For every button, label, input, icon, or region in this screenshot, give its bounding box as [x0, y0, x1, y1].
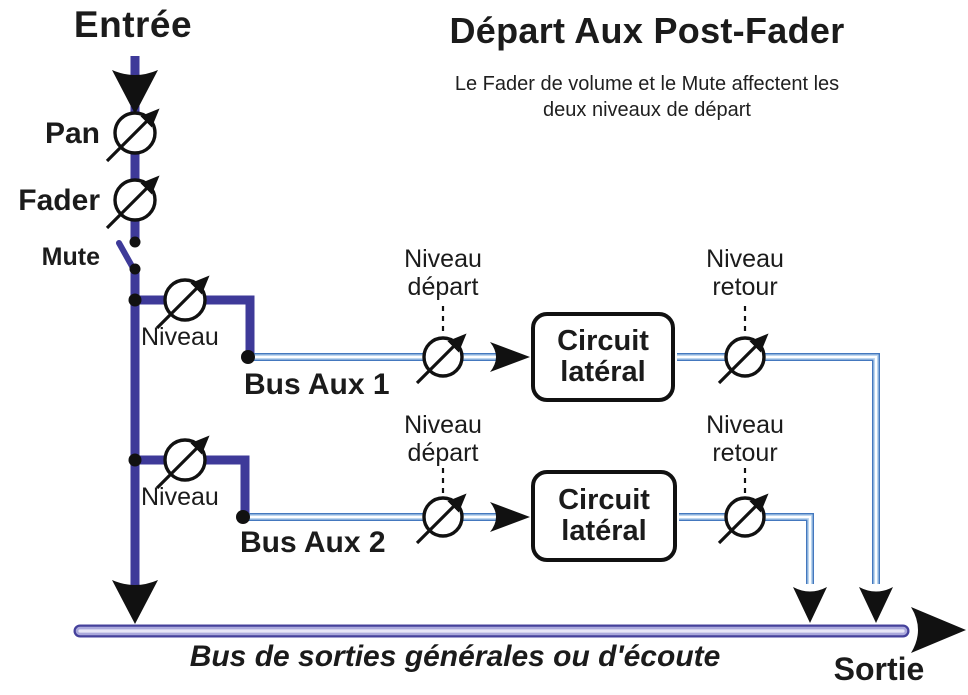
processor2-line1: Circuit: [558, 483, 650, 516]
return-level2-label: Niveau retour: [685, 411, 805, 467]
arrow-down-to-bus-icon: [112, 580, 158, 624]
send-level2-line1: Niveau: [404, 411, 482, 439]
return-level2-line1: Niveau: [706, 411, 784, 439]
pan-label: Pan: [44, 117, 100, 150]
junction-dot: [236, 510, 250, 524]
arrow-down-return1-icon: [859, 587, 893, 623]
processor1-line2: latéral: [560, 356, 646, 388]
diagram-title: Départ Aux Post-Fader: [449, 10, 845, 51]
pan-knob-icon: [105, 108, 160, 163]
send-level2-line2: départ: [407, 438, 479, 467]
send-level-knob1-icon: [415, 333, 467, 385]
subtitle-line1: Le Fader de volume et le Mute affectent …: [454, 73, 840, 95]
aux2-level-knob-icon: [155, 435, 210, 490]
send-level-knob2-icon: [415, 493, 467, 545]
mute-switch-icon: [116, 240, 136, 271]
arrow-down-return2-icon: [793, 587, 827, 623]
output-label: Sortie: [833, 651, 925, 687]
main-output-bus-label: Bus de sorties générales ou d'écoute: [189, 640, 721, 673]
bus-aux1-label: Bus Aux 1: [244, 368, 390, 401]
aux1-level-knob-icon: [155, 275, 210, 330]
junction-dot: [241, 350, 255, 364]
mute-contact-dot: [129, 236, 141, 248]
return-level2-line2: retour: [712, 438, 778, 467]
fader-knob-icon: [105, 175, 160, 230]
arrow-right-output-icon: [911, 607, 966, 653]
send-level1-line1: Niveau: [404, 245, 482, 273]
junction-dot: [128, 453, 142, 467]
mute-label: Mute: [41, 243, 100, 271]
subtitle-line2: deux niveaux de départ: [543, 98, 751, 121]
send-level1-label: Niveau départ: [383, 245, 503, 301]
return-level-knob1-icon: [717, 333, 769, 385]
junction-dot: [128, 293, 142, 307]
send-level1-line2: départ: [407, 272, 479, 301]
fader-label: Fader: [18, 184, 100, 217]
arrow-down-input-icon: [112, 70, 158, 114]
send-level2-label: Niveau départ: [383, 411, 503, 467]
processor1-line1: Circuit: [557, 324, 649, 357]
aux1-level-label: Niveau: [141, 323, 219, 351]
return-level1-line2: retour: [712, 272, 778, 301]
processor-box-aux2: Circuit latéral: [531, 470, 677, 562]
input-heading: Entrée: [73, 4, 193, 45]
aux2-level-label: Niveau: [141, 483, 219, 511]
return-level-knob2-icon: [717, 493, 769, 545]
mute-contact-dot: [129, 263, 141, 275]
arrow-right-into-processor1-icon: [490, 342, 530, 372]
diagram-subtitle: Le Fader de volume et le Mute affectent …: [387, 72, 907, 123]
arrow-right-into-processor2-icon: [490, 502, 530, 532]
return-level1-line1: Niveau: [706, 245, 784, 273]
processor2-line2: latéral: [561, 515, 647, 547]
bus-aux2-label: Bus Aux 2: [240, 526, 386, 559]
processor-box-aux1: Circuit latéral: [531, 312, 675, 402]
return-level1-label: Niveau retour: [685, 245, 805, 301]
